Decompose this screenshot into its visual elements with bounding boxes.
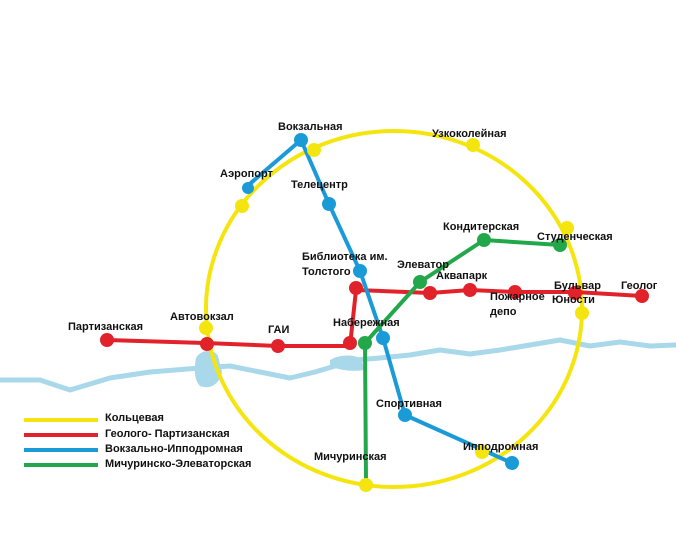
legend-label-ring: Кольцевая [105,412,164,424]
red-line [106,288,643,348]
label-naberezhnaya: Набережная [333,317,400,329]
station-dot-studencheskaya[interactable] [553,238,567,252]
legend: Кольцевая Геолого- Партизанская Вокзальн… [24,412,251,470]
station-dot-aeroport[interactable] [235,199,249,213]
station-dot-avtovokzal-red[interactable] [200,337,214,351]
label-bulvar-1: Бульвар [554,280,601,292]
station-dot-partizanskaya[interactable] [100,333,114,347]
blue-stations [242,133,519,470]
label-biblioteka-2: Толстого [302,266,351,278]
station-dot-studencheskaya-ring[interactable] [560,221,574,235]
label-sportivnaya: Спортивная [376,398,442,410]
label-akvapark: Аквапарк [436,270,488,282]
label-geolog: Геолог [621,280,658,292]
legend-label-green: Мичуринско-Элеваторская [105,458,251,470]
station-dot-naberezhnaya-blue[interactable] [376,331,390,345]
label-partizanskaya: Партизанская [68,321,143,333]
station-dot-bulvar[interactable] [575,306,589,320]
green-stations [358,233,567,350]
label-vokzalnaya: Вокзальная [278,121,343,133]
station-labels: Вокзальная Узкоколейная Аэропорт Телецен… [68,121,658,463]
label-aeroport: Аэропорт [220,168,274,180]
label-bulvar-2: Юности [552,294,595,306]
station-dot-geolog[interactable] [635,289,649,303]
label-gai: ГАИ [268,324,289,336]
ring-stations [199,138,589,492]
station-dot-vokzalnaya[interactable] [294,133,308,147]
label-elevator: Элеватор [397,259,449,271]
station-dot-bulvar-red[interactable] [568,286,582,300]
station-dot-biblioteka[interactable] [353,264,367,278]
station-dot-red-mid[interactable] [463,283,477,297]
station-dot-vokzalnaya-ring[interactable] [307,143,321,157]
station-dot-pozharnoe[interactable] [508,285,522,299]
label-konditerskaya: Кондитерская [443,221,519,233]
label-pozharnoe-1: Пожарное [490,291,545,303]
river-lake-2 [330,355,364,371]
red-stations [100,281,649,353]
station-dot-akvapark[interactable] [423,286,437,300]
station-dot-ippodromnaya[interactable] [505,456,519,470]
label-avtovokzal: Автовокзал [170,311,234,323]
station-dot-ippodromnaya-ring[interactable] [475,445,489,459]
station-dot-uzkokoleynaya[interactable] [466,138,480,152]
station-dot-konditerskaya[interactable] [477,233,491,247]
station-dot-telecentr[interactable] [322,197,336,211]
label-uzkokoleynaya: Узкоколейная [432,128,507,140]
station-dot-naberezhnaya-green[interactable] [358,336,372,350]
station-dot-aeroport-blue[interactable] [242,182,254,194]
label-biblioteka-1: Библиотека им. [302,251,388,263]
station-dot-biblioteka-red[interactable] [349,281,363,295]
label-ippodromnaya: Ипподромная [463,441,538,453]
station-dot-naberezhnaya-red[interactable] [343,336,357,350]
blue-line [243,138,513,465]
label-michurinskaya: Мичуринская [314,451,387,463]
label-pozharnoe-2: депо [490,306,517,318]
legend-label-red: Геолого- Партизанская [105,428,230,440]
station-dot-elevator[interactable] [413,275,427,289]
station-dot-gai[interactable] [271,339,285,353]
station-dot-michurinskaya[interactable] [359,478,373,492]
label-studencheskaya: Студенческая [537,231,613,243]
label-telecentr: Телецентр [291,179,348,191]
legend-label-blue: Вокзально-Ипподромная [105,443,243,455]
station-dot-avtovokzal[interactable] [199,321,213,335]
station-dot-sportivnaya[interactable] [398,408,412,422]
